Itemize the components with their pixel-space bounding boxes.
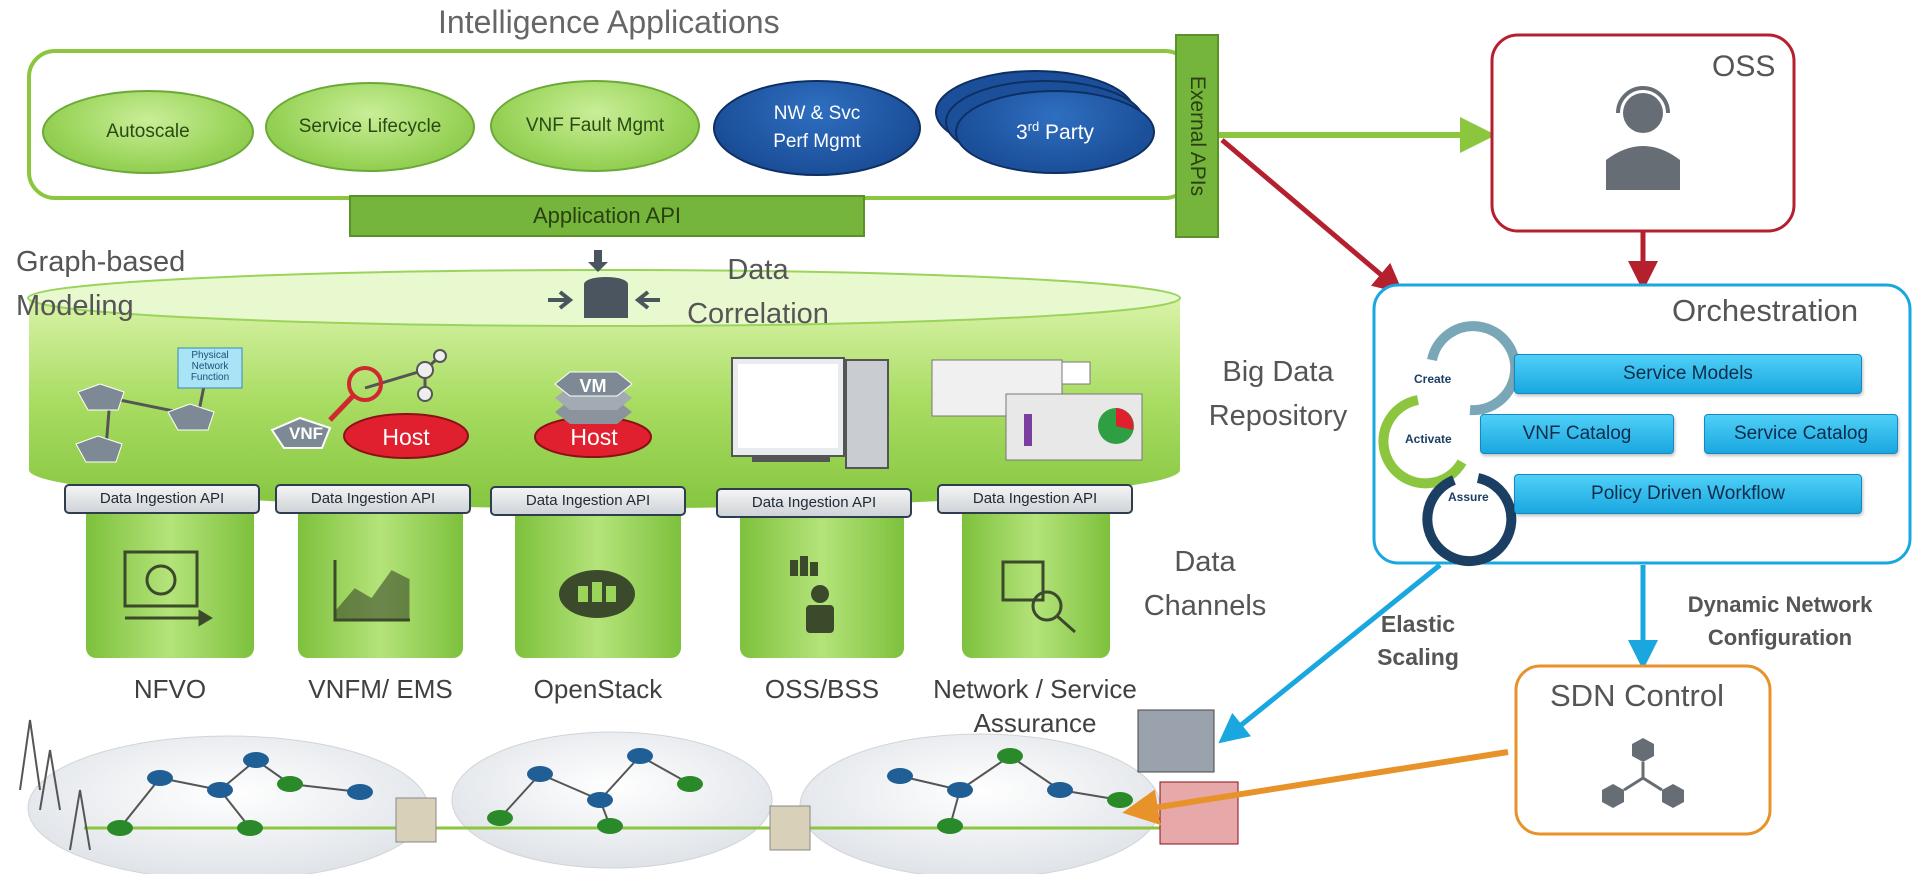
arrow-ext-to-orchestration xyxy=(1220,138,1404,294)
host-label-1: Host xyxy=(382,424,430,450)
host-label-2: Host xyxy=(570,424,618,450)
third-party-front-ellipse: 3rd Party xyxy=(955,90,1155,174)
graph-modeling-label: Graph-based Modeling xyxy=(16,246,186,322)
arrow-elastic-scaling xyxy=(1218,563,1442,744)
channel-label-assurance: Network / Service Assurance xyxy=(933,674,1137,738)
big-data-repository-label: Big Data Repository xyxy=(1208,356,1348,432)
ingestion-api-assurance[interactable]: Data Ingestion API xyxy=(937,484,1133,514)
cycle-create: Create xyxy=(1414,372,1452,386)
app-nw-svc-perf-mgmt[interactable]: NW & Svc Perf Mgmt xyxy=(713,80,921,176)
magnifier-network-icon xyxy=(1001,560,1076,634)
app-autoscale[interactable]: Autoscale xyxy=(42,90,254,174)
cycle-assure: Assure xyxy=(1448,490,1489,504)
vnf-label: VNF xyxy=(289,424,323,443)
analyst-icon xyxy=(790,556,834,633)
channel-label-vnfm: VNFM/ EMS xyxy=(308,674,453,704)
elastic-scaling-label: Elastic Scaling xyxy=(1377,611,1459,670)
cloud-left xyxy=(27,735,429,874)
cycle-activate: Activate xyxy=(1405,432,1452,446)
sdn-control-title: SDN Control xyxy=(1550,678,1724,713)
channel-label-nfvo: NFVO xyxy=(133,674,207,704)
third-party-suffix: Party xyxy=(1039,121,1095,144)
workstation-illustration xyxy=(731,357,889,469)
vnf-catalog-button[interactable]: VNF Catalog xyxy=(1480,414,1674,454)
cell-tower-icons xyxy=(19,719,91,851)
policy-workflow-button[interactable]: Policy Driven Workflow xyxy=(1514,474,1862,514)
channel-vnfm xyxy=(298,498,463,658)
network-nodes xyxy=(107,748,1133,836)
hexagon-network-icon xyxy=(1602,738,1684,808)
application-api-bar[interactable]: Application API xyxy=(349,195,865,237)
cloud-right xyxy=(799,733,1161,874)
service-models-button[interactable]: Service Models xyxy=(1514,354,1862,394)
dashboard-illustration xyxy=(931,359,1143,461)
server-rack-icons xyxy=(1137,709,1239,845)
third-party-sup: rd xyxy=(1027,119,1040,134)
database-icon xyxy=(548,250,660,318)
app-service-lifecycle[interactable]: Service Lifecycle xyxy=(265,82,475,172)
third-party-label: 3rd Party xyxy=(1016,119,1094,145)
support-agent-icon xyxy=(1606,86,1680,190)
arrow-sdn-to-network xyxy=(1122,749,1509,825)
channel-label-ossbss: OSS/BSS xyxy=(764,674,880,704)
data-correlation-label: Data Correlation xyxy=(687,254,829,330)
intelligence-apps-title: Intelligence Applications xyxy=(438,4,780,40)
orchestration-title: Orchestration xyxy=(1672,293,1859,328)
vnf-host-illustration xyxy=(270,349,469,459)
vm-host-illustration xyxy=(534,371,652,458)
channel-ossbss xyxy=(740,498,904,658)
vnf-graph-illustration xyxy=(75,347,243,463)
ingestion-api-ossbss[interactable]: Data Ingestion API xyxy=(716,488,912,518)
ingestion-api-openstack[interactable]: Data Ingestion API xyxy=(490,486,686,516)
third-party-stack[interactable]: 3rd Party xyxy=(935,70,1155,176)
channel-nfvo xyxy=(86,498,254,658)
ingestion-api-vnfm[interactable]: Data Ingestion API xyxy=(275,484,471,514)
data-channels-label: Data Channels xyxy=(1143,546,1267,622)
dynamic-config-label: Dynamic Network Configuration xyxy=(1687,592,1873,650)
physical-appliance-icons xyxy=(395,797,811,851)
cloud-servers-icon xyxy=(559,570,635,618)
channel-label-openstack: OpenStack xyxy=(533,674,663,704)
create-activate-assure-cycle-icon xyxy=(1378,321,1521,567)
third-party-prefix: 3 xyxy=(1015,121,1028,144)
ingestion-api-nfvo[interactable]: Data Ingestion API xyxy=(64,484,260,514)
channel-assurance xyxy=(962,498,1110,658)
physical-network-function-label: Physical Network Function xyxy=(190,350,230,383)
nfvo-icon xyxy=(123,550,213,627)
line-chart-icon xyxy=(333,560,410,622)
service-catalog-button[interactable]: Service Catalog xyxy=(1704,414,1898,454)
external-apis-label: Exernal APIs xyxy=(1186,75,1209,197)
vm-label: VM xyxy=(579,376,607,396)
external-apis-bar[interactable]: Exernal APIs xyxy=(1175,34,1219,238)
app-vnf-fault-mgmt[interactable]: VNF Fault Mgmt xyxy=(490,80,700,172)
oss-title: OSS xyxy=(1712,50,1776,83)
